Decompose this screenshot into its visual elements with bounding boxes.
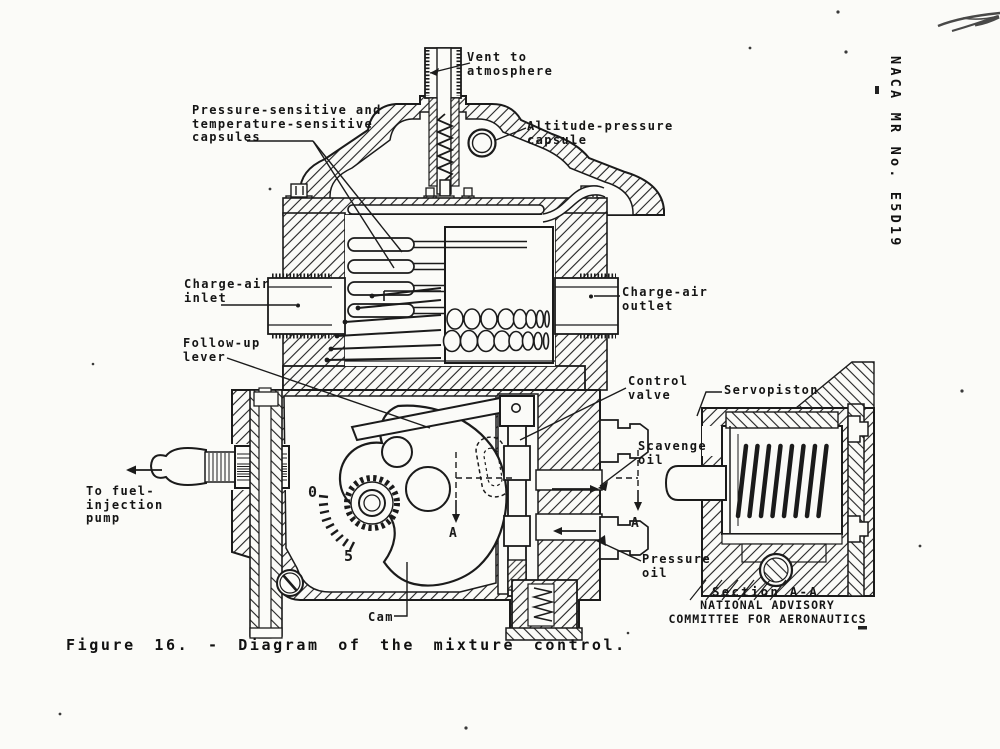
label-charge-air-outlet: Charge-air outlet — [622, 285, 709, 313]
label-charge-air-inlet: Charge-air inlet — [184, 277, 271, 305]
servo-spring — [735, 443, 829, 519]
report-number-sideways: NACA MR No. E5D19 — [887, 56, 903, 249]
label-cam: Cam — [368, 610, 394, 624]
label-scavenge-oil: Scavenge oil — [638, 439, 707, 467]
leader-lines — [126, 62, 722, 617]
section-marker-right: A — [631, 516, 639, 531]
cam-follower-ghost — [475, 436, 511, 498]
support-column — [249, 387, 304, 639]
label-vent: Vent to atmosphere — [467, 50, 554, 78]
cam-scale-zero: 0 — [308, 483, 317, 501]
scan-artifact — [937, 11, 1000, 32]
label-control-valve: Control valve — [628, 374, 689, 402]
charge-air-inlet-duct — [267, 273, 346, 339]
perforated-plate — [442, 226, 554, 364]
section-aa-drawing — [664, 361, 875, 601]
pinion-gear — [344, 475, 400, 531]
advisory-committee-note: NATIONAL ADVISORY COMMITTEE FOR AERONAUT… — [668, 598, 867, 626]
cam-scale-five: 5 — [344, 547, 353, 565]
section-marker-left: A — [449, 526, 457, 541]
label-capsules: Pressure-sensitive and temperature-sensi… — [192, 103, 382, 144]
leaf-spring-fan — [324, 287, 555, 363]
charge-air-outlet-duct — [554, 273, 619, 339]
bypass-channel — [541, 185, 606, 223]
figure-caption: Figure 16. - Diagram of the mixture cont… — [66, 636, 627, 654]
control-valve-assembly — [350, 395, 535, 597]
label-altitude-capsule: Altitude-pressure capsule — [527, 119, 674, 147]
cam-scale-ticks — [318, 494, 356, 551]
label-fuel-pump: To fuel- injection pump — [86, 484, 164, 525]
relief-valve-fitting — [505, 579, 583, 641]
hose-fittings — [599, 419, 649, 560]
oil-ports — [535, 469, 603, 541]
altitude-pressure-capsule — [465, 126, 499, 160]
scan-specks — [58, 10, 964, 730]
label-servopiston: Servopiston — [724, 383, 819, 397]
label-pressure-oil: Pressure oil — [642, 552, 711, 580]
cam-assembly — [318, 404, 508, 587]
section-plane-aa — [452, 450, 642, 523]
label-follow-up-lever: Follow-up lever — [183, 336, 261, 364]
section-aa-title: Section A-A — [712, 584, 819, 599]
